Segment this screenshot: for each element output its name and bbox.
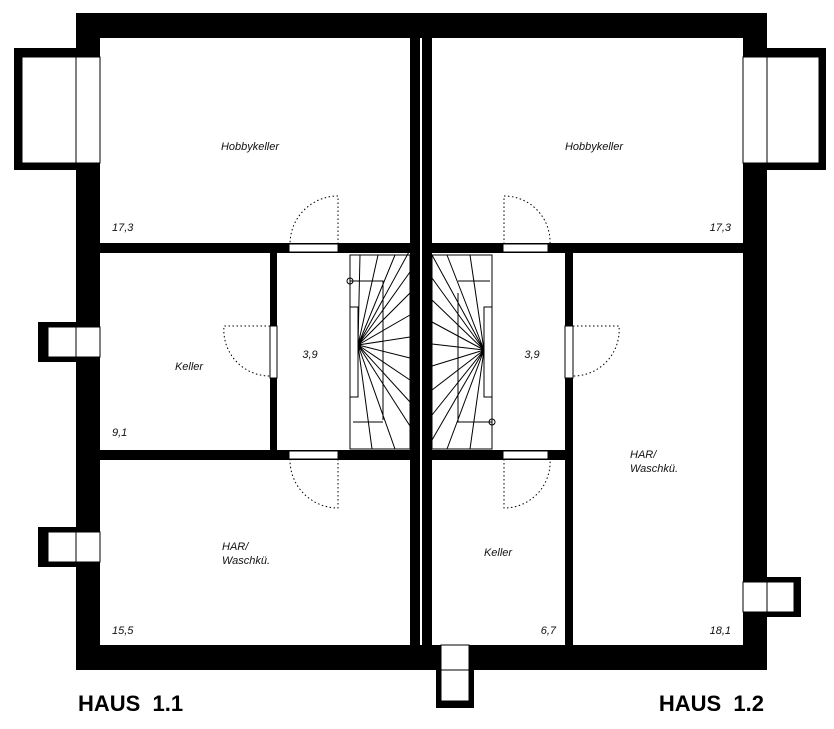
room-label-keller: Keller: [175, 361, 204, 373]
doors: [223, 195, 620, 509]
house-title: HAUS 1.1: [78, 691, 183, 716]
room-area: 17,3: [112, 222, 134, 234]
room-area: 17,3: [710, 222, 732, 234]
room-label-waschkueche: Waschkü.: [222, 555, 270, 567]
room-area: 18,1: [710, 625, 731, 637]
room-area: 3,9: [302, 349, 317, 361]
room-label-har: HAR/: [630, 449, 657, 461]
windows: [14, 48, 826, 708]
room-label-hobbykeller: Hobbykeller: [565, 141, 624, 153]
room-area: 3,9: [524, 349, 539, 361]
room-area: 6,7: [541, 625, 557, 637]
room-label-waschkueche: Waschkü.: [630, 463, 678, 475]
stair-left: [346, 249, 411, 450]
room-area: 9,1: [112, 427, 127, 439]
house-title: HAUS 1.2: [659, 691, 764, 716]
room-label-har: HAR/: [222, 541, 249, 553]
walls: [76, 13, 767, 670]
stair-right: [431, 254, 496, 450]
room-label-keller: Keller: [484, 547, 513, 559]
room-area: 15,5: [112, 625, 134, 637]
room-label-hobbykeller: Hobbykeller: [221, 141, 280, 153]
